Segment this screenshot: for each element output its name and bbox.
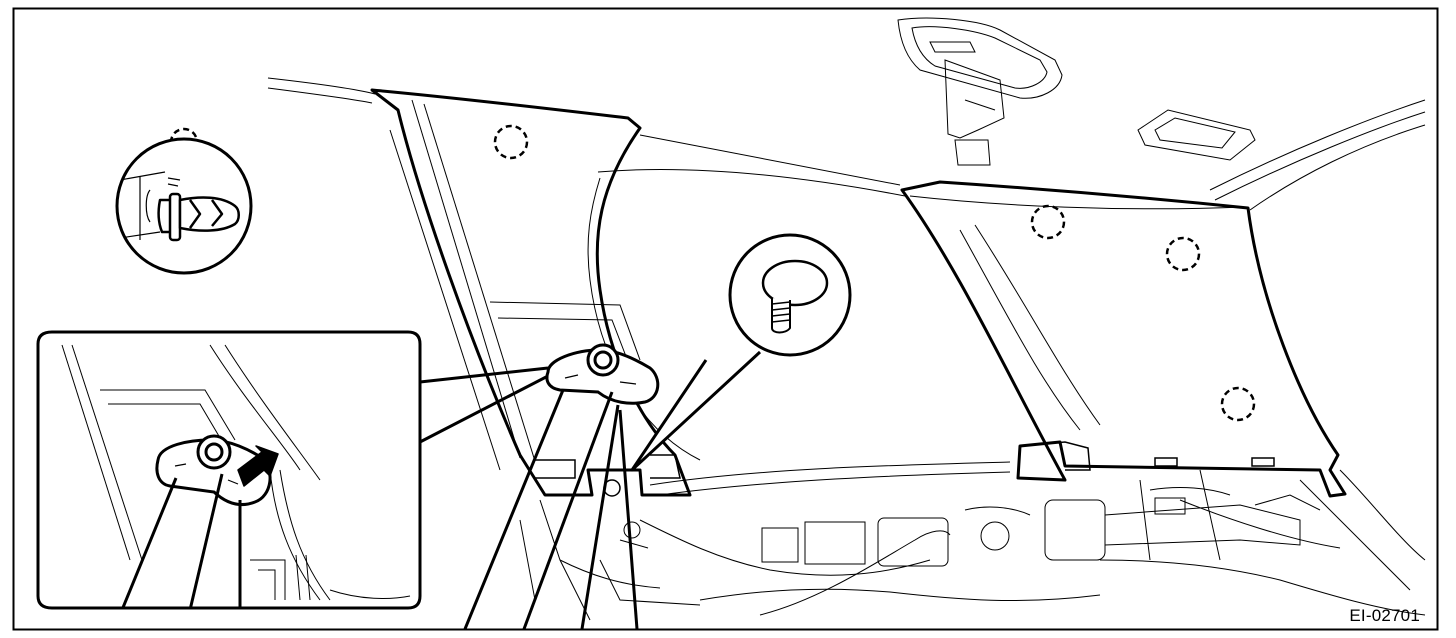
quarter-trim <box>900 180 1347 498</box>
screw-detail-icon <box>630 233 852 472</box>
vehicle-body-lines <box>267 17 1426 621</box>
leader-lines <box>419 366 639 629</box>
clip-location-4 <box>1220 386 1256 422</box>
trim-panels <box>370 88 1347 498</box>
push-arrow-icon <box>237 445 279 487</box>
inset-detail <box>36 330 422 610</box>
figure-code: EI-02701 <box>1349 606 1420 625</box>
clip-detail-icon <box>115 137 253 275</box>
pillar-lower-details <box>535 441 1275 497</box>
anchor-bracket <box>545 343 660 405</box>
clip-location-3 <box>1165 236 1201 272</box>
clip-location-2 <box>1030 204 1066 240</box>
clip-location-1 <box>493 124 529 160</box>
figure-frame <box>12 7 1439 631</box>
